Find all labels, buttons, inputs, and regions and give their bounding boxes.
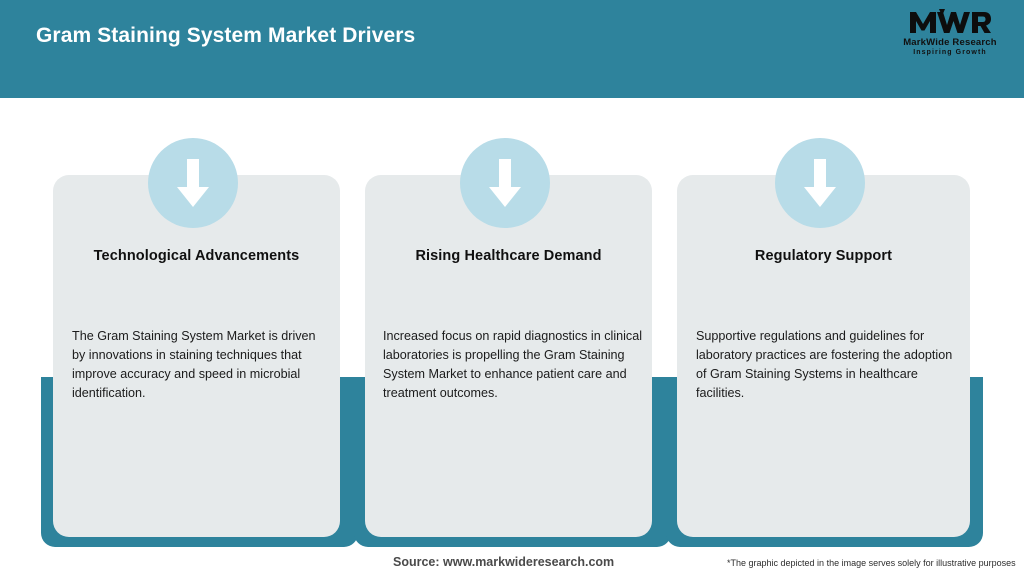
- card-body-text: Increased focus on rapid diagnostics in …: [383, 329, 643, 400]
- header-bar: Gram Staining System Market Drivers Mark…: [0, 0, 1024, 98]
- driver-card[interactable]: Rising Healthcare Demand Increased focus…: [353, 98, 683, 576]
- disclaimer-note: *The graphic depicted in the image serve…: [727, 558, 1016, 568]
- logo-tagline: Inspiring Growth: [913, 49, 987, 56]
- arrow-down-icon: [148, 138, 238, 228]
- card-body-text: The Gram Staining System Market is drive…: [72, 329, 316, 400]
- mwr-logo-icon: [910, 9, 991, 33]
- page-title: Gram Staining System Market Drivers: [36, 24, 416, 47]
- brand-logo: MarkWide Research Inspiring Growth: [898, 8, 1002, 64]
- source-label: Source: www.markwideresearch.com: [393, 555, 615, 569]
- card-panel: [365, 175, 652, 537]
- driver-cards: Technological Advancements The Gram Stai…: [0, 98, 1024, 576]
- driver-card[interactable]: Technological Advancements The Gram Stai…: [41, 98, 371, 576]
- card-title: Regulatory Support: [754, 248, 893, 264]
- card-panel: [53, 175, 340, 537]
- card-title: Technological Advancements: [93, 248, 300, 264]
- logo-company-name: MarkWide Research: [903, 37, 997, 48]
- card-title: Rising Healthcare Demand: [415, 248, 602, 264]
- arrow-down-icon: [775, 138, 865, 228]
- card-panel: [677, 175, 970, 537]
- driver-card[interactable]: Regulatory Support Supportive regulation…: [665, 98, 995, 576]
- card-body-text: Supportive regulations and guidelines fo…: [696, 329, 953, 400]
- arrow-down-icon: [460, 138, 550, 228]
